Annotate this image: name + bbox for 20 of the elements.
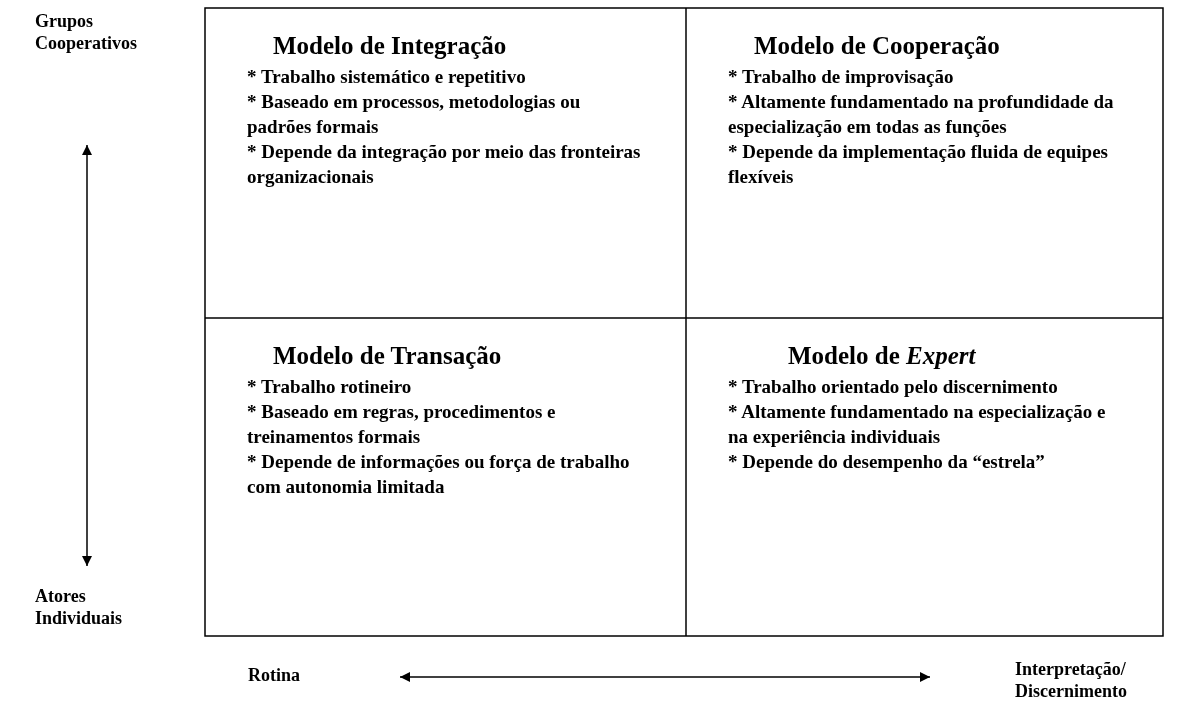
bullet-text: * Depende da integração por meio das fronteiras organizacionais xyxy=(247,140,642,189)
bullet-text: * Trabalho rotineiro xyxy=(247,375,413,399)
axis-label: Grupos Cooperativos xyxy=(35,10,138,54)
quadrant-title: Modelo de Cooperação xyxy=(754,31,1001,61)
axis-label: Atores Individuais xyxy=(35,585,124,629)
bullet-text: * Depende do desempenho da “estrela” xyxy=(728,450,1046,474)
bullet-text: * Altamente fundamentado na especialização e na experiência individuais xyxy=(728,400,1107,449)
bullet-text: * Altamente fundamentado na profundidade da especialização em todas as funções xyxy=(728,90,1115,139)
quadrant-title: Modelo de Expert xyxy=(788,341,977,371)
quadrant-title: Modelo de Transação xyxy=(273,341,503,371)
bullet-text: * Baseado em processos, metodologias ou padrões formais xyxy=(247,90,582,139)
bullet-text: * Baseado em regras, procedimentos e treinamentos formais xyxy=(247,400,557,449)
quadrant-title: Modelo de Integração xyxy=(273,31,508,61)
bullet-text: * Trabalho de improvisação xyxy=(728,65,955,89)
bullet-text: * Trabalho sistemático e repetitivo xyxy=(247,65,527,89)
bullet-text: * Trabalho orientado pelo discernimento xyxy=(728,375,1059,399)
bullet-text: * Depende da implementação fluida de equipes flexíveis xyxy=(728,140,1110,189)
axis-label: Rotina xyxy=(248,664,301,686)
axis-label: Interpretação/ Discernimento xyxy=(1015,658,1128,702)
bullet-text: * Depende de informações ou força de trabalho com autonomia limitada xyxy=(247,450,631,499)
